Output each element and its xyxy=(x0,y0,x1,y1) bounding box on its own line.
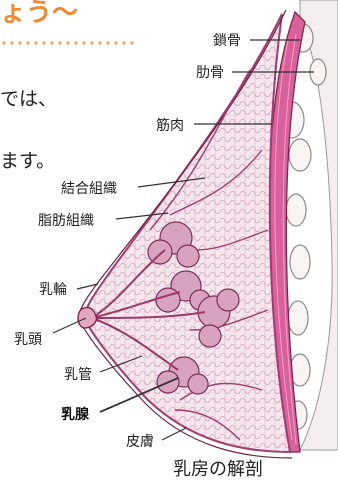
label-areola: 乳輪 xyxy=(39,281,67,298)
label-clavicle: 鎖骨 xyxy=(213,33,241,49)
label-nipple: 乳頭 xyxy=(14,332,42,348)
label-muscle: 筋肉 xyxy=(156,117,184,134)
label-milk-duct: 乳管 xyxy=(64,367,92,383)
figure-caption: 乳房の解剖 xyxy=(173,459,263,480)
nipple xyxy=(78,307,96,328)
label-rib: 肋骨 xyxy=(196,65,224,81)
label-adipose-tissue: 脂肪組織 xyxy=(38,213,94,229)
label-skin: 皮膚 xyxy=(126,434,154,450)
label-connective-tissue: 結合組織 xyxy=(61,181,117,197)
label-mammary-gland: 乳腺 xyxy=(61,406,90,423)
